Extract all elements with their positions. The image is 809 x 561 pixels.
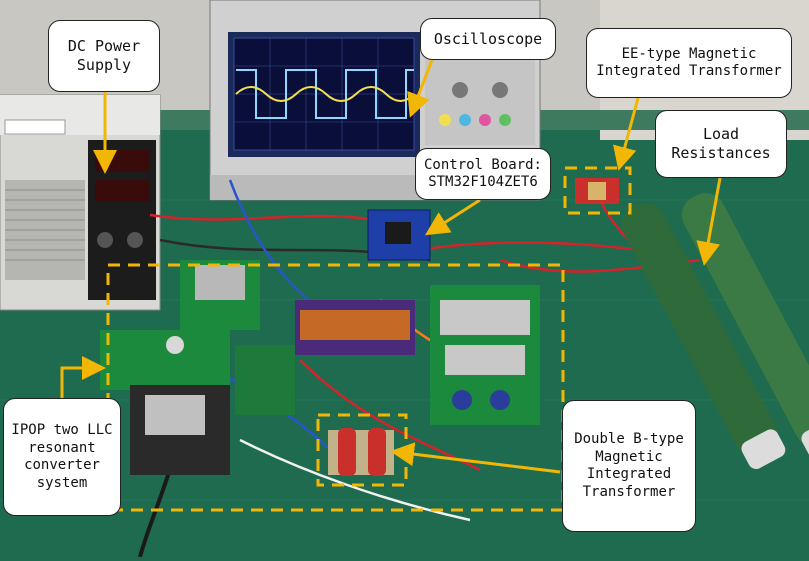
control-board [367, 209, 431, 261]
ee-transformer [575, 178, 619, 204]
control-board-label: Control Board: STM32F104ZET6 [415, 148, 551, 200]
load-resistances-label: Load Resistances [655, 110, 787, 178]
ipop-system-label: IPOP two LLC resonant converter system [3, 398, 121, 516]
double-b-transformer [328, 428, 394, 476]
dc-power-supply [0, 94, 161, 311]
callout-arrows [60, 59, 722, 474]
dc-power-supply-label: DC Power Supply [48, 20, 160, 92]
double-b-transformer-label: Double B-type Magnetic Integrated Transf… [562, 400, 696, 532]
converter-boards [100, 260, 540, 475]
ee-transformer-label: EE-type Magnetic Integrated Transformer [586, 28, 792, 98]
oscilloscope-label: Oscilloscope [420, 18, 556, 60]
load-resistors [621, 193, 809, 470]
